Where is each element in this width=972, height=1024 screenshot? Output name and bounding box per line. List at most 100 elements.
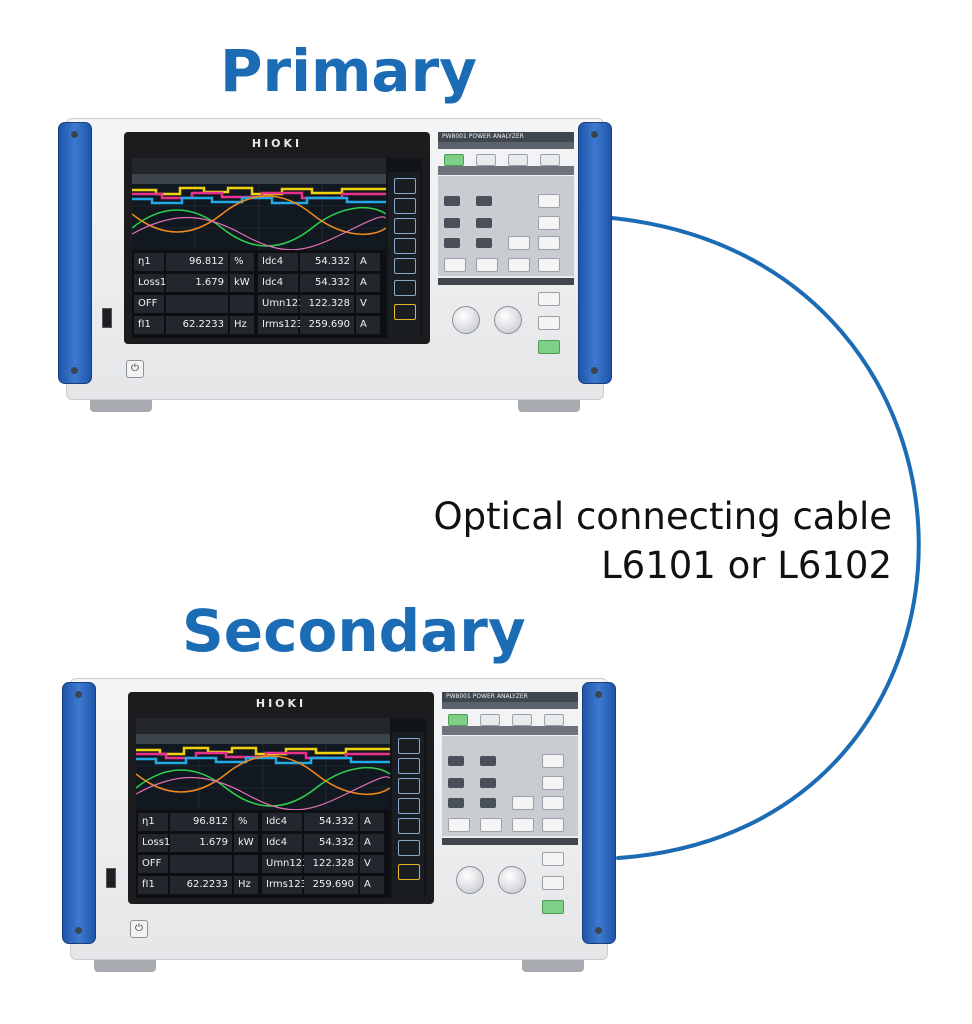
- auto-key[interactable]: [448, 818, 470, 832]
- single-trigger-key[interactable]: [538, 316, 560, 330]
- power-button[interactable]: ⏻: [126, 360, 144, 378]
- system-button[interactable]: [508, 154, 528, 166]
- data-reset-key[interactable]: [538, 236, 560, 250]
- waveform-toolbar: [136, 734, 390, 744]
- sidebar-icon[interactable]: [398, 778, 420, 794]
- left-arrow-key[interactable]: [444, 196, 460, 206]
- display-screen[interactable]: η1 96.812 % Idc4 54.332 A Loss1 1.679 kW…: [136, 718, 426, 898]
- keypad: [442, 736, 578, 836]
- sidebar-icon[interactable]: [398, 864, 420, 880]
- usb-port[interactable]: [102, 308, 112, 328]
- range-down-key-2[interactable]: [480, 798, 496, 808]
- system-button[interactable]: [512, 714, 532, 726]
- meas-button[interactable]: [444, 154, 464, 166]
- reading-value-2: 54.332: [300, 253, 354, 271]
- range-down-key[interactable]: [448, 798, 464, 808]
- start-stop-key[interactable]: [542, 818, 564, 832]
- cable-label: Optical connecting cable L6101 or L6102: [434, 492, 892, 590]
- display-screen[interactable]: η1 96.812 % Idc4 54.332 A Loss1 1.679 kW…: [132, 158, 422, 338]
- save-key[interactable]: [542, 754, 564, 768]
- waveform-cyan: [132, 196, 386, 205]
- file-button[interactable]: [540, 154, 560, 166]
- reading-value: 62.2233: [166, 316, 228, 334]
- meas-button[interactable]: [448, 714, 468, 726]
- brand-logo: HIOKI: [251, 137, 303, 150]
- primary-heading: Primary: [220, 37, 477, 105]
- file-button[interactable]: [544, 714, 564, 726]
- auto-key-2[interactable]: [480, 818, 502, 832]
- waveform-sine-orange: [132, 195, 386, 236]
- auto-key[interactable]: [444, 258, 466, 272]
- manual-trigger-key[interactable]: [538, 292, 560, 306]
- input-button[interactable]: [476, 154, 496, 166]
- copy-key[interactable]: [542, 776, 564, 790]
- waveform-analysis-header: [438, 278, 574, 285]
- reading-value: 1.679: [170, 834, 232, 852]
- hold-key[interactable]: [508, 236, 530, 250]
- run-stop-key[interactable]: [542, 900, 564, 914]
- usb-port[interactable]: [106, 868, 116, 888]
- reading-label-2: Umn123: [258, 295, 305, 313]
- reading-value: 62.2233: [170, 876, 232, 894]
- secondary-heading: Secondary: [182, 597, 526, 665]
- reading-unit: %: [234, 813, 258, 831]
- peak-hold-key[interactable]: [512, 818, 534, 832]
- waveform-sine-green: [136, 766, 390, 807]
- sidebar-icon[interactable]: [398, 758, 420, 774]
- sidebar-icon[interactable]: [394, 280, 416, 296]
- data-reset-key[interactable]: [542, 796, 564, 810]
- x-knob[interactable]: [456, 866, 484, 894]
- peak-hold-key[interactable]: [508, 258, 530, 272]
- sidebar-icon[interactable]: [398, 798, 420, 814]
- single-trigger-key[interactable]: [542, 876, 564, 890]
- reading-unit: kW: [234, 834, 258, 852]
- sidebar-icon[interactable]: [394, 218, 416, 234]
- brand-logo: HIOKI: [255, 697, 307, 710]
- manual-trigger-key[interactable]: [542, 852, 564, 866]
- reading-value-2: 122.328: [304, 855, 358, 873]
- range-up-key-2[interactable]: [476, 218, 492, 228]
- right-arrow-key[interactable]: [480, 756, 496, 766]
- primary-power-analyzer: ⏻ HIOKI η1 96.812: [58, 112, 612, 424]
- range-up-key[interactable]: [448, 778, 464, 788]
- sidebar-icon[interactable]: [398, 840, 420, 856]
- auto-key-2[interactable]: [476, 258, 498, 272]
- hold-key[interactable]: [512, 796, 534, 810]
- power-button[interactable]: ⏻: [130, 920, 148, 938]
- control-panel: PW8001 POWER ANALYZER: [442, 692, 578, 924]
- reading-label: η1: [134, 253, 164, 271]
- keypad: [438, 176, 574, 276]
- reading-unit: kW: [230, 274, 254, 292]
- sidebar-icon[interactable]: [394, 258, 416, 274]
- reading-row: fI1 62.2233 Hz Irms123 259.690 A: [138, 876, 388, 895]
- y-knob[interactable]: [498, 866, 526, 894]
- screw-icon: [71, 367, 78, 374]
- y-knob[interactable]: [494, 306, 522, 334]
- start-stop-key[interactable]: [538, 258, 560, 272]
- range-down-key[interactable]: [444, 238, 460, 248]
- left-arrow-key[interactable]: [448, 756, 464, 766]
- handle-right: [582, 682, 616, 944]
- display-bezel: HIOKI η1 96.812 %: [128, 692, 434, 904]
- reading-label: fI1: [138, 876, 168, 894]
- range-up-key[interactable]: [444, 218, 460, 228]
- sidebar-icon[interactable]: [394, 198, 416, 214]
- input-button[interactable]: [480, 714, 500, 726]
- sidebar-icon[interactable]: [394, 304, 416, 320]
- run-stop-key[interactable]: [538, 340, 560, 354]
- copy-key[interactable]: [538, 216, 560, 230]
- range-up-key-2[interactable]: [480, 778, 496, 788]
- waveform-sine-pink: [136, 776, 390, 810]
- reading-value-2: 259.690: [304, 876, 358, 894]
- save-key[interactable]: [538, 194, 560, 208]
- right-arrow-key[interactable]: [476, 196, 492, 206]
- x-knob[interactable]: [452, 306, 480, 334]
- sidebar-icon[interactable]: [394, 238, 416, 254]
- sidebar-icon[interactable]: [398, 738, 420, 754]
- sidebar-icon[interactable]: [398, 818, 420, 834]
- range-down-key-2[interactable]: [476, 238, 492, 248]
- screw-icon: [75, 927, 82, 934]
- waveform-sine-orange: [136, 755, 390, 796]
- reading-label: OFF: [134, 295, 164, 313]
- sidebar-icon[interactable]: [394, 178, 416, 194]
